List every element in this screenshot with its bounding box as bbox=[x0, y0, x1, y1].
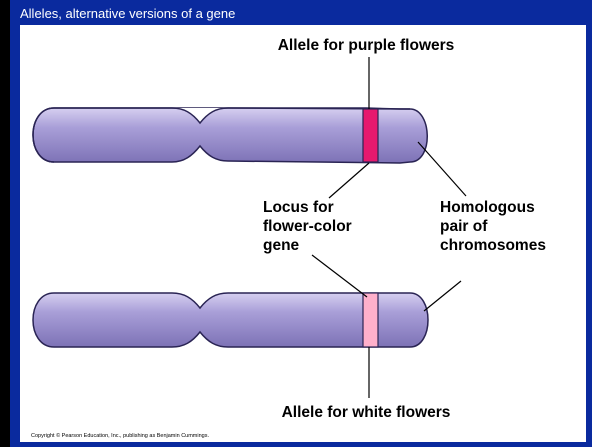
label-purple-allele: Allele for purple flowers bbox=[278, 37, 455, 54]
slide-edge-strip bbox=[0, 0, 10, 447]
label-locus: Locus for flower-color gene bbox=[263, 199, 352, 254]
purple-allele-band bbox=[363, 109, 378, 162]
slide-title: Alleles, alternative versions of a gene bbox=[20, 6, 235, 22]
svg-text:chromosomes: chromosomes bbox=[440, 237, 546, 254]
label-homologous: Homologous pair of chromosomes bbox=[440, 199, 546, 254]
top-chromosome bbox=[33, 108, 427, 163]
bottom-chromosome bbox=[33, 293, 428, 347]
copyright-notice: Copyright © Pearson Education, Inc., pub… bbox=[31, 432, 209, 439]
allele-diagram: Allele for purple flowers Locus for flow… bbox=[20, 25, 586, 442]
content-panel: Allele for purple flowers Locus for flow… bbox=[20, 25, 586, 442]
svg-text:Locus for: Locus for bbox=[263, 199, 334, 216]
svg-text:Homologous: Homologous bbox=[440, 199, 535, 216]
svg-text:flower-color: flower-color bbox=[263, 218, 352, 235]
white-allele-band bbox=[363, 293, 378, 347]
svg-text:gene: gene bbox=[263, 237, 300, 254]
svg-text:pair of: pair of bbox=[440, 218, 488, 235]
label-white-allele: Allele for white flowers bbox=[282, 404, 451, 421]
